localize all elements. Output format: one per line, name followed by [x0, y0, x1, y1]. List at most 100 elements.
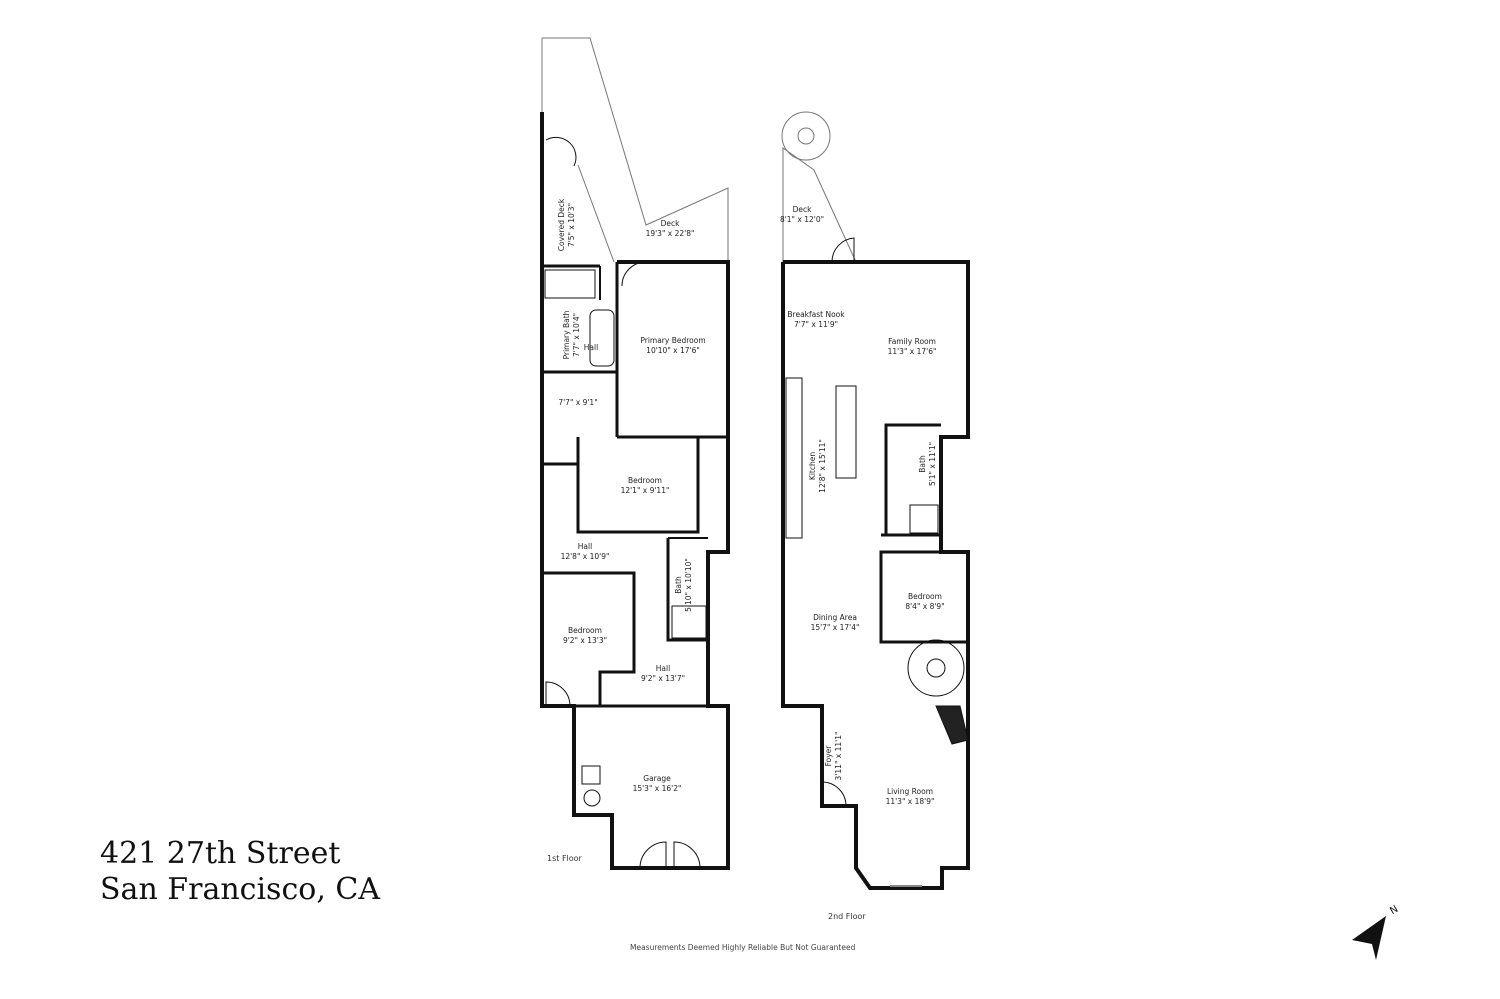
wall-bedroom-2f [879, 533, 968, 644]
kitchen-counter [785, 377, 803, 539]
room-name: Family Room [888, 337, 936, 346]
room-dims: 7'7" x 11'9" [793, 320, 839, 329]
garage-fixture [581, 765, 601, 785]
room-name: Bath [918, 455, 927, 473]
room-name: Kitchen [808, 451, 817, 481]
spiral-stair-2f [907, 639, 965, 697]
room-label-primary-bath: Primary Bath 7'7" x 10'4" [562, 311, 582, 360]
room-dims: 7'5" x 10'3" [567, 202, 576, 248]
second-floor-plan [781, 111, 970, 890]
room-dims: 9'2" x 13'3" [562, 636, 608, 645]
room-label-closet: 7'7" x 9'1" [558, 398, 597, 408]
kitchen-island [835, 385, 857, 479]
room-dims: 5'10" x 10'10" [684, 558, 693, 612]
door-swing-primary [621, 261, 647, 287]
wall-bath-2f [884, 423, 941, 437]
room-name: Bedroom [568, 626, 602, 635]
room-label-deck-2f: Deck 8'1" x 12'0" [780, 205, 824, 225]
deck-outline [542, 37, 729, 262]
north-arrow-icon: N [1352, 904, 1400, 960]
room-label-foyer: Foyer 3'11" x 11'1" [824, 732, 844, 781]
room-name: Living Room [886, 787, 934, 796]
spiral-stair-2f-core [926, 658, 946, 678]
room-name: Hall [577, 542, 593, 551]
room-dims: 15'7" x 17'4" [810, 623, 860, 632]
room-label-family-room: Family Room 11'3" x 17'6" [888, 337, 937, 357]
room-name: Deck [792, 205, 812, 214]
room-dims: 12'1" x 9'11" [620, 486, 670, 495]
floor-label-second: 2nd Floor [828, 912, 866, 921]
stair-spiral-1f [545, 136, 577, 167]
room-dims: 11'3" x 18'9" [885, 797, 935, 806]
room-dims: 12'8" x 10'9" [560, 552, 610, 561]
room-dims: 7'7" x 10'4" [572, 312, 581, 358]
room-label-hall-1f: Hall 12'8" x 10'9" [561, 542, 610, 562]
water-heater-fixture [583, 789, 601, 807]
room-dims: 11'3" x 17'6" [887, 347, 937, 356]
address-line-2: San Francisco, CA [100, 872, 381, 907]
room-label-primary-bedroom: Primary Bedroom 10'10" x 17'6" [640, 336, 705, 356]
covered-deck-divider [577, 164, 615, 263]
room-dims: 3'11" x 11'1" [834, 731, 843, 781]
tub-fixture [589, 309, 615, 367]
property-address: 421 27th Street San Francisco, CA [100, 836, 380, 908]
bath-shower-fixture [671, 605, 707, 639]
room-dims: 8'1" x 12'0" [779, 215, 825, 224]
north-arrow: N [1348, 900, 1408, 964]
shower-fixture [544, 269, 596, 299]
room-label-dining-area: Dining Area 15'7" x 17'4" [811, 613, 860, 633]
room-name: Covered Deck [557, 198, 566, 252]
door-swing-foyer [821, 781, 847, 807]
room-dims: 9'2" x 13'7" [640, 674, 686, 683]
room-label-bath-2f: Bath 5'1" x 11'1" [918, 442, 938, 486]
room-name: Dining Area [813, 613, 857, 622]
room-label-living-room: Living Room 11'3" x 18'9" [886, 787, 935, 807]
room-label-bedroom-middle: Bedroom 12'1" x 9'11" [621, 476, 670, 496]
room-name: Garage [643, 774, 671, 783]
room-name: Primary Bedroom [640, 336, 706, 345]
garage-door-swing-left [639, 841, 667, 869]
room-dims: 7'7" x 9'1" [558, 398, 598, 407]
room-label-deck-1f: Deck 19'3" x 22'8" [646, 219, 695, 239]
room-name: Bedroom [908, 592, 942, 601]
room-name: Hall [583, 343, 599, 352]
disclaimer-text: Measurements Deemed Highly Reliable But … [630, 943, 856, 952]
room-dims: 19'3" x 22'8" [645, 229, 695, 238]
room-label-hall-bath: Hall [584, 343, 598, 353]
room-label-covered-deck: Covered Deck 7'5" x 10'3" [557, 199, 577, 251]
room-dims: 10'10" x 17'6" [646, 346, 700, 355]
door-swing-deck [831, 237, 855, 263]
room-label-garage: Garage 15'3" x 16'2" [633, 774, 682, 794]
shower-2f [909, 504, 939, 534]
wall-middle-bedroom [576, 437, 700, 534]
deck-spiral-stair [781, 111, 831, 161]
room-dims: 12'8" x 15'11" [818, 439, 827, 493]
floor-label-first: 1st Floor [547, 854, 582, 863]
second-floor-exterior-wall [781, 260, 970, 890]
address-line-1: 421 27th Street [100, 836, 341, 871]
room-label-hall-lower: Hall 9'2" x 13'7" [641, 664, 685, 684]
room-label-bedroom-bottom: Bedroom 9'2" x 13'3" [563, 626, 607, 646]
room-name: Hall [655, 664, 671, 673]
room-name: Bedroom [628, 476, 662, 485]
room-name: Deck [660, 219, 680, 228]
north-label: N [1388, 904, 1400, 917]
room-name: Bath [674, 576, 683, 594]
wall-bath [666, 538, 708, 642]
first-floor-plan [540, 37, 730, 870]
room-dims: 5'1" x 11'1" [928, 441, 937, 487]
room-label-breakfast-nook: Breakfast Nook 7'7" x 11'9" [787, 310, 844, 330]
room-dims: 15'3" x 16'2" [632, 784, 682, 793]
door-swing-bedroom-1f [545, 681, 571, 707]
room-label-kitchen: Kitchen 12'8" x 15'11" [808, 439, 828, 493]
room-label-bedroom-2f: Bedroom 8'4" x 8'9" [905, 592, 944, 612]
room-name: Foyer [824, 745, 833, 767]
fireplace [935, 705, 969, 745]
garage-door-swing-right [673, 841, 701, 869]
deck-spiral-stair-core [797, 127, 815, 145]
room-name: Primary Bath [562, 310, 571, 360]
room-label-bath-1f: Bath 5'10" x 10'10" [674, 558, 694, 612]
room-name: Breakfast Nook [787, 310, 845, 319]
room-dims: 8'4" x 8'9" [905, 602, 945, 611]
